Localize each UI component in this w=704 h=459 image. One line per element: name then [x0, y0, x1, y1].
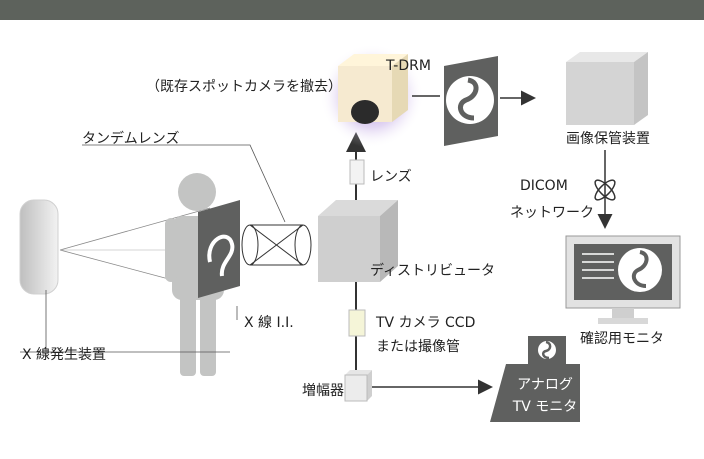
tv-camera-label: TV カメラ CCD — [376, 315, 476, 331]
analog-label: アナログ — [517, 377, 573, 393]
xray-generator-label: X 線発生装置 — [22, 347, 107, 363]
storage-box-icon — [566, 52, 648, 125]
dicom-label: DICOM — [520, 178, 568, 194]
x-ray-ii-panel-icon — [198, 200, 240, 298]
tandem-lens-label: タンデムレンズ — [82, 131, 180, 147]
network-label: ネットワーク — [510, 205, 594, 221]
t-drm-camera-icon — [320, 44, 424, 148]
distributor-label: ディストリビュータ — [370, 263, 496, 279]
monitor-icon — [565, 235, 681, 324]
x-ray-source-icon — [19, 199, 211, 295]
t-drm-note-label: （既存スポットカメラを撤去） — [146, 79, 342, 95]
amplifier-label: 増幅器 — [302, 383, 344, 399]
distributor-cube-icon — [318, 200, 398, 282]
analog-tv-icon — [490, 336, 580, 422]
image-panel-icon — [444, 56, 498, 146]
xray-ii-label: X 線 I.I. — [244, 315, 294, 331]
tv-camera-cylinder-icon — [348, 309, 366, 337]
tv-monitor-label: TV モニタ — [512, 399, 578, 415]
confirm-monitor-label: 確認用モニタ — [580, 331, 664, 347]
header-bar — [0, 0, 704, 20]
tube-label: または撮像管 — [376, 339, 460, 355]
network-icon — [594, 179, 616, 201]
tandem-lens-icon — [241, 224, 312, 266]
t-drm-label: T-DRM — [386, 58, 431, 74]
leader-lines — [20, 144, 286, 353]
amplifier-box-icon — [344, 370, 372, 402]
image-storage-label: 画像保管装置 — [566, 131, 650, 147]
lens-cylinder-icon — [349, 159, 365, 185]
lens-label: レンズ — [370, 169, 412, 185]
